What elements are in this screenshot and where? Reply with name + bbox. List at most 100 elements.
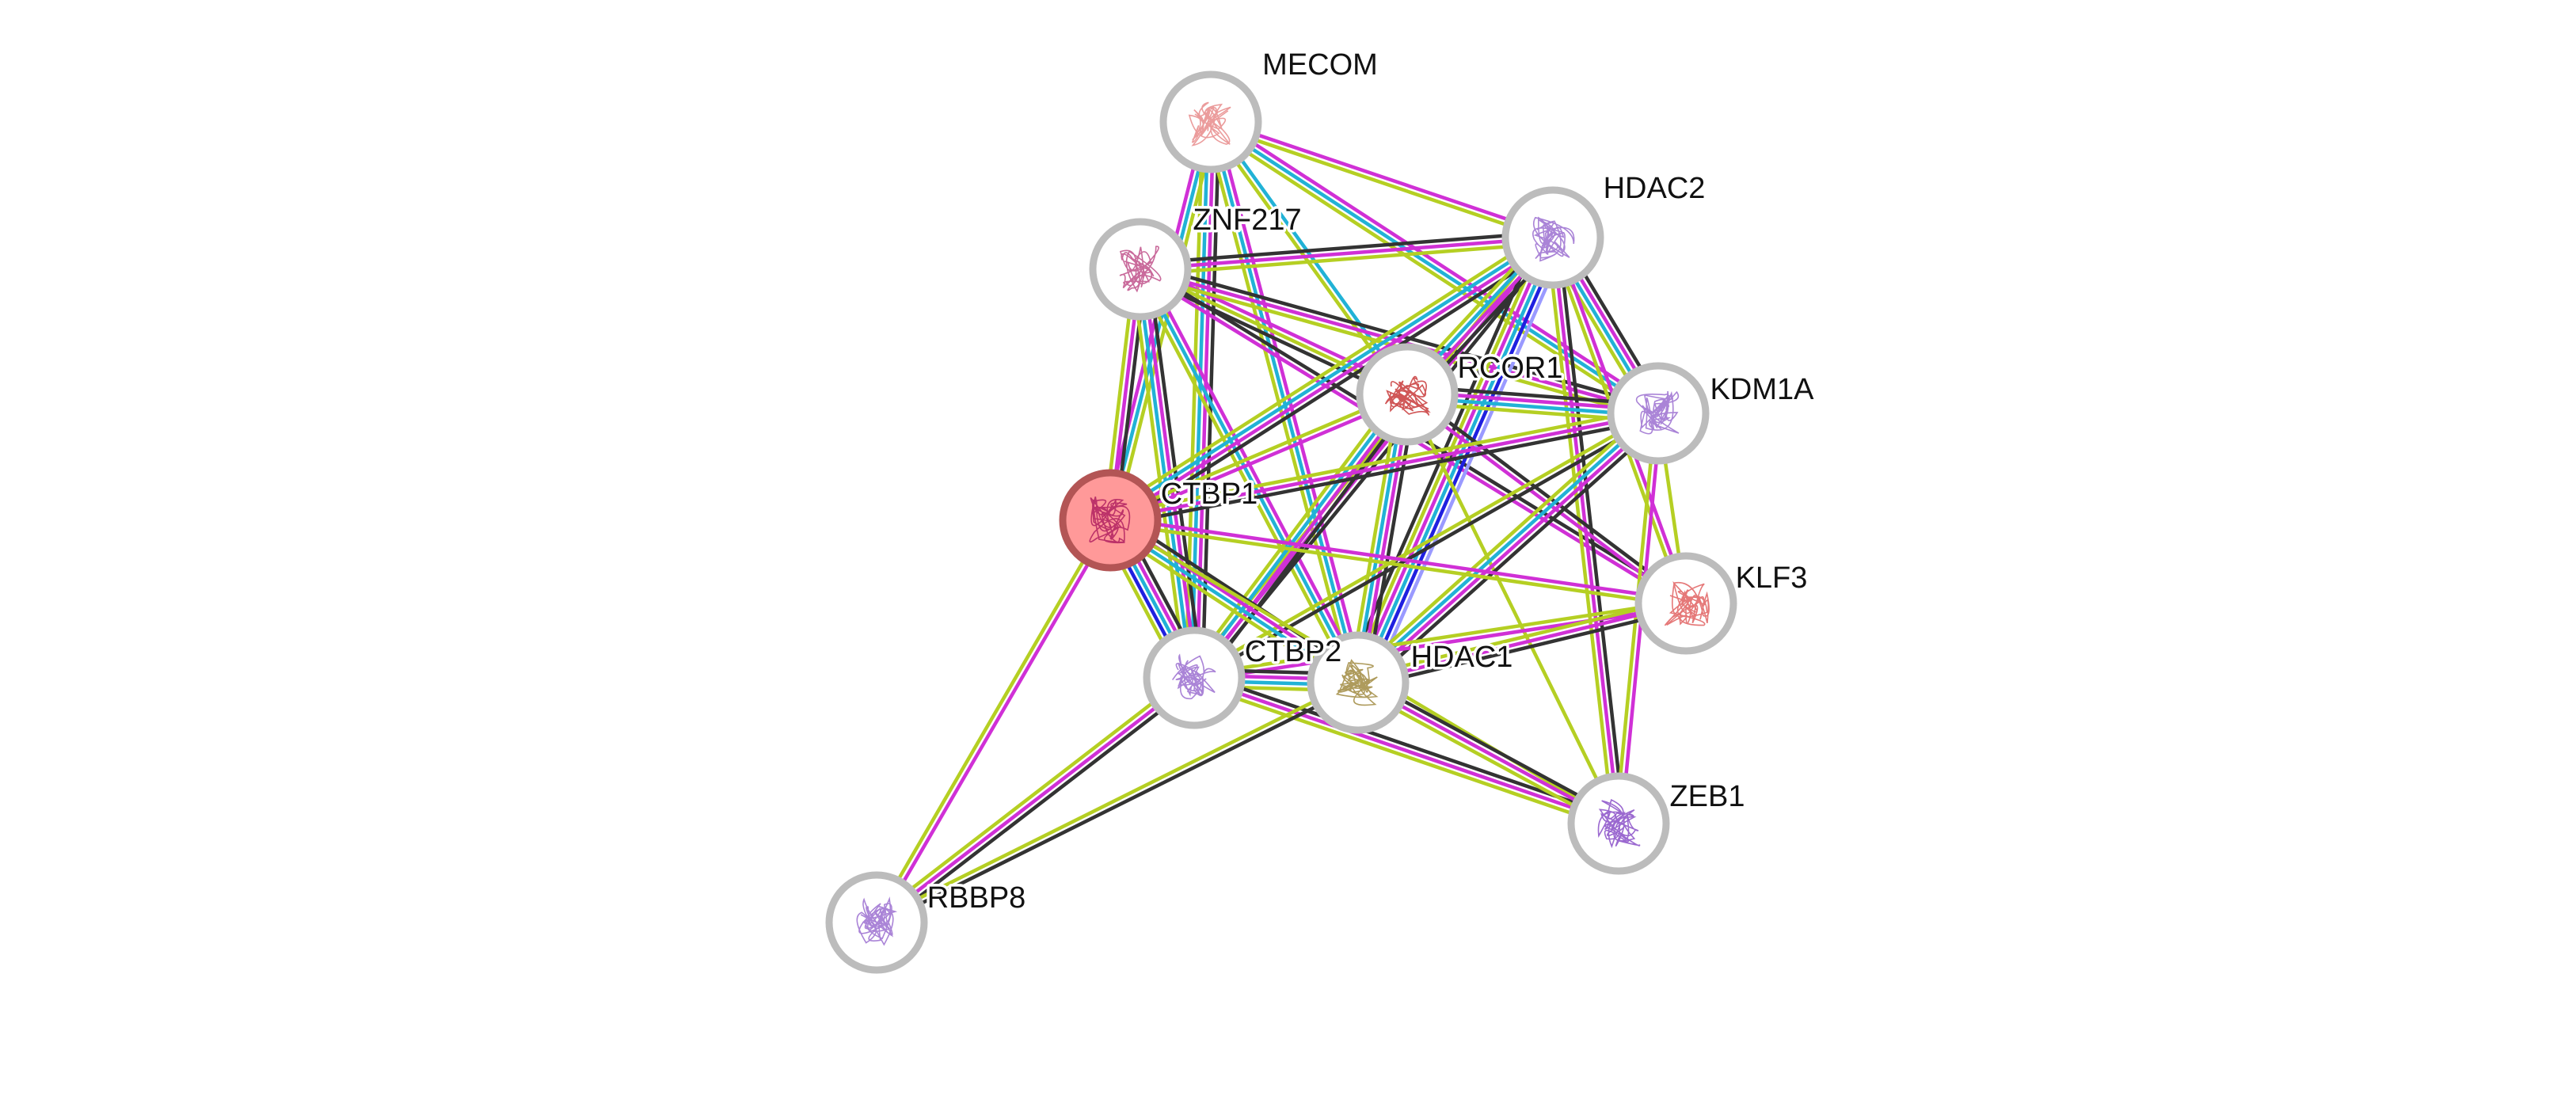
- node-ctbp2[interactable]: [1143, 626, 1246, 729]
- edge-channel-fusion: [1364, 240, 1562, 687]
- node-rcor1[interactable]: [1356, 343, 1459, 446]
- protein-structure-icon: [856, 896, 898, 946]
- edge-channel-experiments: [1195, 122, 1216, 679]
- edge-channel-textmining: [872, 672, 1193, 920]
- node-label: CTBP2: [1245, 635, 1341, 668]
- edge-znf217-hdac1[interactable]: [1133, 265, 1365, 687]
- edge-ctbp2-rbbp8[interactable]: [872, 672, 1199, 929]
- edge-channel-experiments: [1143, 265, 1365, 681]
- edge-hdac2-ctbp1[interactable]: [1105, 229, 1558, 529]
- edge-rcor1-zeb1[interactable]: [1405, 394, 1621, 824]
- node-circle[interactable]: [1634, 552, 1737, 655]
- edge-channel-textmining: [1193, 599, 1686, 677]
- edge-kdm1a-hdac1[interactable]: [1351, 405, 1665, 691]
- edge-channel-databases: [1208, 121, 1360, 683]
- edge-channel-experiments: [1212, 116, 1663, 411]
- edge-channel-databases: [1209, 120, 1660, 415]
- edge-klf3-hdac1[interactable]: [1356, 596, 1688, 690]
- edge-channel-experiments: [1140, 267, 1659, 416]
- edge-channel-textmining: [1349, 233, 1547, 680]
- edge-channel-textmining: [1405, 394, 1621, 824]
- edge-channel-coexpression: [1147, 268, 1204, 677]
- edge-channel-textmining: [1545, 238, 1615, 825]
- node-klf3[interactable]: [1634, 552, 1737, 655]
- edge-channel-textmining: [1351, 405, 1654, 678]
- node-label: HDAC1: [1411, 641, 1513, 674]
- node-rbbp8[interactable]: [825, 871, 928, 974]
- edge-channel-experiments: [1194, 394, 1411, 681]
- edge-channel-databases: [1359, 238, 1558, 685]
- node-mecom[interactable]: [1159, 70, 1262, 173]
- edge-channel-experiments: [1109, 411, 1659, 523]
- edge-kdm1a-ctbp1[interactable]: [1109, 405, 1660, 528]
- protein-structure-icon: [1597, 799, 1641, 849]
- edge-mecom-kdm1a[interactable]: [1206, 116, 1663, 420]
- edge-ctbp1-klf3[interactable]: [1109, 516, 1687, 608]
- edge-channel-coexpression: [1110, 417, 1660, 528]
- node-ctbp1[interactable]: [1059, 469, 1162, 572]
- node-label: HDAC2: [1604, 172, 1706, 205]
- edge-channel-textmining: [1185, 388, 1402, 675]
- edge-channel-coexpression: [878, 680, 1199, 929]
- edge-channel-experiments: [1358, 413, 1661, 687]
- node-label: KDM1A: [1710, 373, 1815, 406]
- node-znf217[interactable]: [1089, 218, 1192, 321]
- protein-structure-icon: [1119, 245, 1162, 293]
- edge-channel-experiments: [1140, 235, 1554, 272]
- edge-channel-coexpression: [1362, 418, 1665, 691]
- protein-structure-icon: [1335, 659, 1379, 706]
- edge-channel-textmining: [1140, 241, 1554, 277]
- edge-channel-databases: [1190, 391, 1407, 678]
- node-label: MECOM: [1262, 48, 1378, 82]
- edge-channel-experiments: [1404, 394, 1686, 607]
- edge-channel-databases: [1355, 409, 1658, 683]
- edge-channel-coexpression: [1140, 230, 1553, 266]
- node-label: RCOR1: [1457, 352, 1562, 385]
- edge-channel-experiments: [1110, 395, 1410, 525]
- edge-channel-textmining: [1192, 409, 1658, 677]
- node-label: ZNF217: [1193, 204, 1301, 237]
- edge-channel-experiments: [1357, 601, 1687, 685]
- edge-channel-cooccurrence: [1368, 242, 1568, 689]
- edge-znf217-hdac2[interactable]: [1140, 230, 1554, 277]
- edge-channel-textmining: [1209, 123, 1553, 242]
- edge-channel-textmining: [1206, 124, 1657, 420]
- node-layer: [825, 70, 1737, 974]
- edge-channel-databases: [1107, 234, 1553, 519]
- edge-channel-textmining: [1108, 390, 1407, 519]
- edge-channel-textmining: [1109, 521, 1686, 608]
- node-hdac1[interactable]: [1307, 631, 1410, 734]
- edge-channel-coexpression: [1199, 398, 1416, 684]
- node-label: CTBP1: [1161, 478, 1258, 511]
- node-label: ZEB1: [1669, 780, 1745, 813]
- edge-hdac1-rbbp8[interactable]: [874, 678, 1360, 927]
- node-zeb1[interactable]: [1567, 772, 1670, 875]
- edge-channel-textmining: [1133, 271, 1355, 687]
- protein-structure-icon: [1089, 497, 1131, 544]
- edge-ctbp1-rbbp8[interactable]: [873, 518, 1114, 925]
- node-kdm1a[interactable]: [1607, 362, 1710, 465]
- edge-channel-coexpression: [877, 683, 1360, 927]
- edge-channel-databases: [1139, 268, 1360, 684]
- edge-channel-coexpression: [1359, 607, 1688, 690]
- protein-structure-icon: [1171, 653, 1216, 700]
- edge-channel-textmining: [1356, 596, 1685, 679]
- node-label: KLF3: [1736, 561, 1808, 595]
- edge-channel-experiments: [875, 676, 1196, 924]
- edge-channel-experiments: [877, 520, 1114, 925]
- node-hdac2[interactable]: [1501, 186, 1604, 289]
- edge-rcor1-ctbp1[interactable]: [1108, 390, 1410, 525]
- edge-mecom-hdac2[interactable]: [1209, 117, 1554, 242]
- edge-channel-textmining: [1105, 229, 1550, 516]
- edge-channel-experiments: [1110, 516, 1687, 603]
- edge-rcor1-ctbp2[interactable]: [1185, 388, 1416, 684]
- protein-structure-icon: [1664, 580, 1710, 626]
- edge-channel-textmining: [1130, 270, 1188, 679]
- protein-structure-icon: [1635, 390, 1680, 435]
- edge-channel-textmining: [1109, 405, 1658, 517]
- edge-channel-textmining: [873, 518, 1109, 923]
- edge-channel-textmining: [1191, 681, 1618, 831]
- edge-channel-coexpression: [1113, 242, 1558, 529]
- edge-channel-textmining: [1614, 413, 1657, 824]
